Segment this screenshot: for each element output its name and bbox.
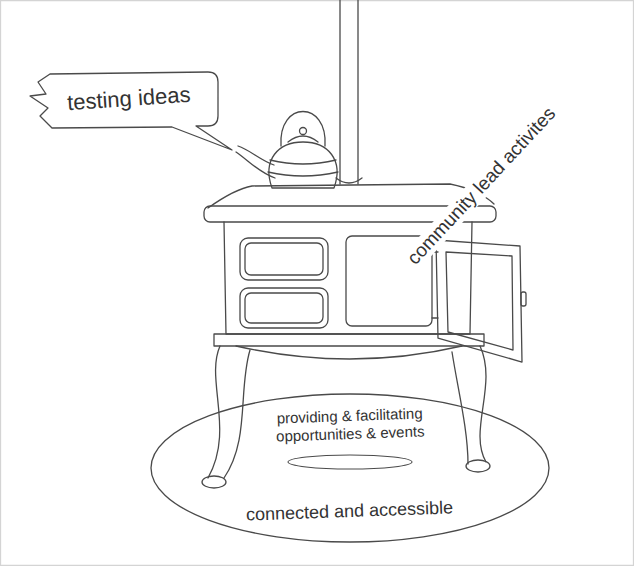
- oven-door: [240, 288, 328, 328]
- rug-ellipse: providing & facilitating opportunities &…: [150, 393, 550, 543]
- stove-apron: [214, 334, 484, 346]
- kettle-body: [269, 142, 337, 188]
- stove-apron: [236, 346, 462, 359]
- kettle-spout: [238, 146, 274, 165]
- kettle-lid: [288, 136, 318, 142]
- open-door: [436, 240, 522, 362]
- rug-pattern: [288, 455, 412, 469]
- rug-caption: providing & facilitating opportunities &…: [249, 404, 450, 447]
- door-handle: [521, 292, 526, 306]
- pipe-collar: [336, 178, 362, 183]
- chimney-pipe: [357, 0, 358, 184]
- stove-label: community lead activites: [401, 101, 561, 270]
- rug-title: connected and accessible: [246, 498, 454, 527]
- kettle-stripe: [268, 172, 338, 176]
- speech-bubble: testing ideas: [28, 70, 218, 128]
- chimney-pipe: [339, 0, 340, 184]
- stove-leg: [224, 350, 250, 478]
- kettle-knob: [300, 128, 307, 135]
- door-hinge: [432, 317, 438, 318]
- stove-foot: [202, 476, 226, 488]
- oven-door: [245, 293, 323, 323]
- bubble-outline: [30, 72, 232, 150]
- oven-door: [245, 243, 323, 275]
- stove-leg: [480, 346, 486, 462]
- open-door: [446, 252, 513, 350]
- kettle-spout: [236, 152, 275, 178]
- oven-door: [240, 238, 328, 280]
- stove-foot: [466, 460, 490, 472]
- kettle-stripe: [270, 160, 336, 164]
- rug-outline: [151, 394, 549, 542]
- kettle-handle: [281, 112, 325, 147]
